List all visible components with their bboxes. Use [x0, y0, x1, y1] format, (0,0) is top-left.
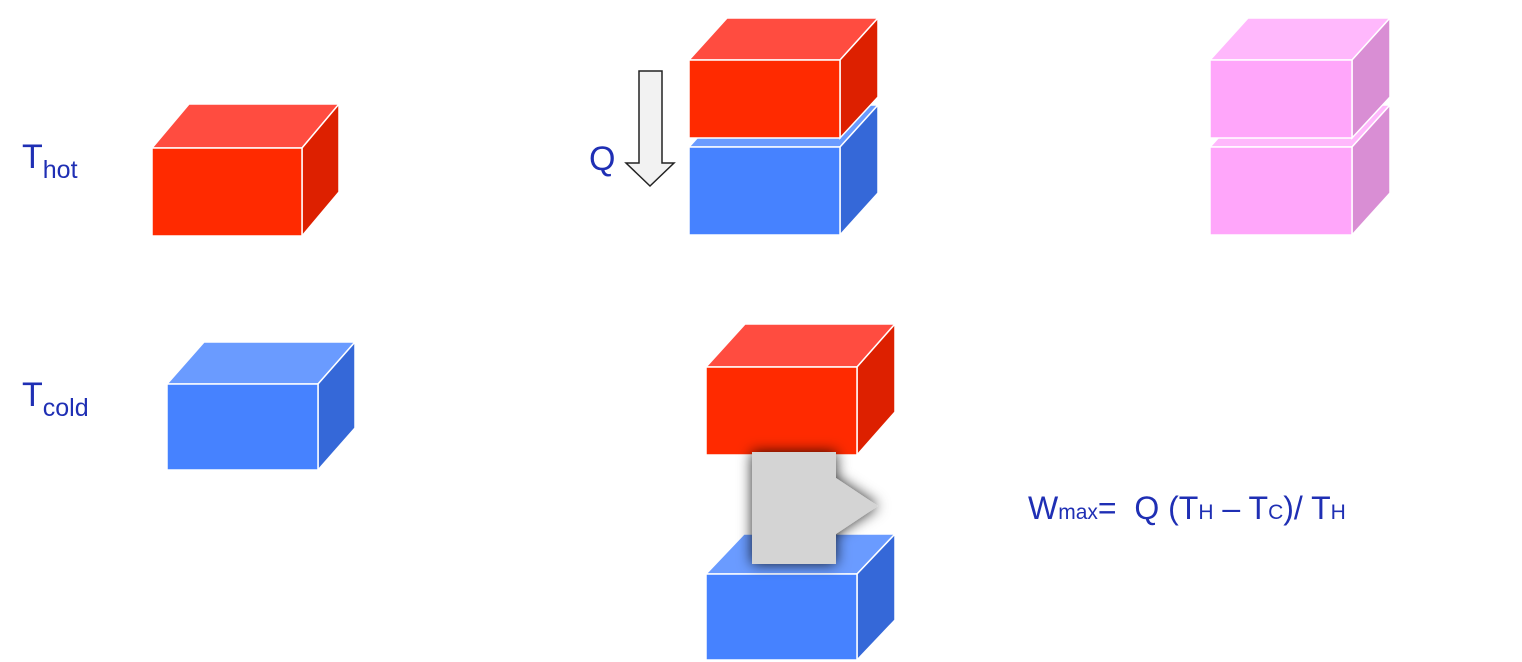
hot-block — [150, 101, 341, 239]
max-work-equation: Wmax= Q (TH – TC)/ TH — [1028, 490, 1346, 526]
right-arrow-icon — [752, 452, 878, 564]
contact-hot-block — [687, 16, 880, 140]
hot-symbol: T — [22, 138, 43, 176]
cold-symbol: T — [22, 376, 43, 414]
heat-label: Q — [589, 140, 616, 178]
cold-subscript: cold — [42, 394, 89, 422]
engine-hot-block — [704, 322, 897, 457]
down-arrow-icon — [624, 70, 676, 188]
hot-subscript: hot — [42, 156, 78, 184]
equilibrium-upper-block — [1208, 16, 1392, 140]
hot-reservoir-label: Thot — [22, 138, 78, 184]
cold-reservoir-label: Tcold — [22, 376, 89, 422]
cold-block — [165, 340, 357, 472]
